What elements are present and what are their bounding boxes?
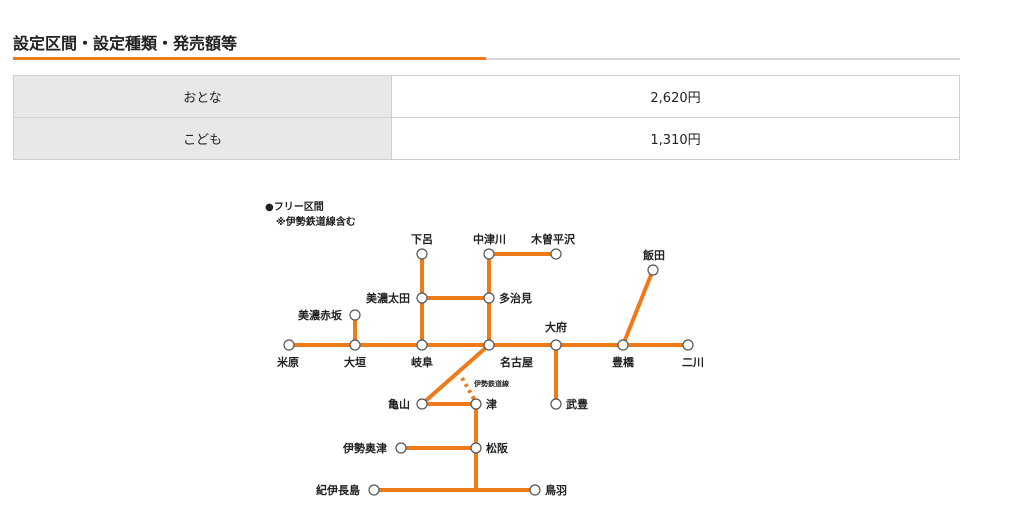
station-gero-marker (416, 248, 428, 260)
fare-label-adult: おとな (13, 75, 392, 118)
table-row: おとな 2,620円 (13, 75, 960, 118)
station-ogaki-marker (349, 339, 361, 351)
station-tsu-label: 津 (486, 397, 497, 411)
station-kiso-hirasawa-label: 木曽平沢 (530, 232, 576, 246)
station-tajimi-marker (483, 292, 495, 304)
fare-table: おとな 2,620円 こども 1,310円 (13, 75, 960, 160)
station-futagawa-label: 二川 (682, 356, 704, 369)
station-kii-nagashima-marker (368, 484, 380, 496)
station-obu-marker (550, 339, 562, 351)
legend-title: ●フリー区間 (265, 201, 324, 213)
line-kansai (420, 343, 491, 406)
ise-railway-label: 伊勢鉄道線 (473, 379, 509, 388)
station-maibara-marker (283, 339, 295, 351)
station-kiso-hirasawa-marker (550, 248, 562, 260)
fare-price-adult: 2,620円 (391, 75, 960, 118)
station-mino-akasaka-label: 美濃赤坂 (298, 308, 343, 322)
station-iida-label: 飯田 (642, 248, 665, 262)
station-kameyama-marker (416, 398, 428, 410)
line-iida (621, 268, 655, 347)
title-underline-accent (13, 57, 486, 60)
station-nagoya-marker (483, 339, 495, 351)
station-taketoyo-marker (550, 398, 562, 410)
station-iida-marker (647, 264, 659, 276)
section-title: 設定区間・設定種類・発売額等 (13, 34, 238, 53)
station-nagoya-label: 名古屋 (500, 355, 533, 369)
station-nakatsugawa-label: 中津川 (473, 232, 506, 246)
station-markers (283, 248, 694, 496)
station-ise-okitsu-label: 伊勢奥津 (342, 441, 387, 455)
table-row: こども 1,310円 (13, 117, 960, 160)
station-kameyama-label: 亀山 (388, 397, 410, 411)
station-mino-ota-label: 美濃太田 (366, 291, 410, 305)
station-futagawa-marker (682, 339, 694, 351)
station-obu-label: 大府 (545, 320, 567, 334)
station-gero-label: 下呂 (411, 233, 433, 246)
station-gifu-label: 岐阜 (411, 355, 433, 369)
station-toyohashi-label: 豊橋 (612, 355, 635, 369)
station-mino-ota-marker (416, 292, 428, 304)
station-gifu-marker (416, 339, 428, 351)
station-mino-akasaka-marker (349, 309, 361, 321)
title-underline (13, 58, 960, 60)
station-toyohashi-marker (617, 339, 629, 351)
station-kii-nagashima-label: 紀伊長島 (316, 483, 360, 497)
station-maibara-label: 米原 (276, 355, 299, 369)
station-tajimi-label: 多治見 (499, 291, 532, 305)
line-ise-railway (460, 377, 476, 400)
fare-price-child: 1,310円 (391, 117, 960, 160)
legend-note: ※伊勢鉄道線含む (276, 215, 356, 228)
station-ogaki-label: 大垣 (344, 355, 366, 369)
station-matsusaka-marker (470, 442, 482, 454)
station-matsusaka-label: 松阪 (486, 441, 509, 455)
station-tsu-marker (470, 398, 482, 410)
station-ise-okitsu-marker (395, 442, 407, 454)
fare-label-child: こども (13, 117, 392, 160)
station-toba-label: 鳥羽 (545, 483, 567, 497)
station-taketoyo-label: 武豊 (566, 397, 588, 411)
station-nakatsugawa-marker (483, 248, 495, 260)
station-toba-marker (529, 484, 541, 496)
